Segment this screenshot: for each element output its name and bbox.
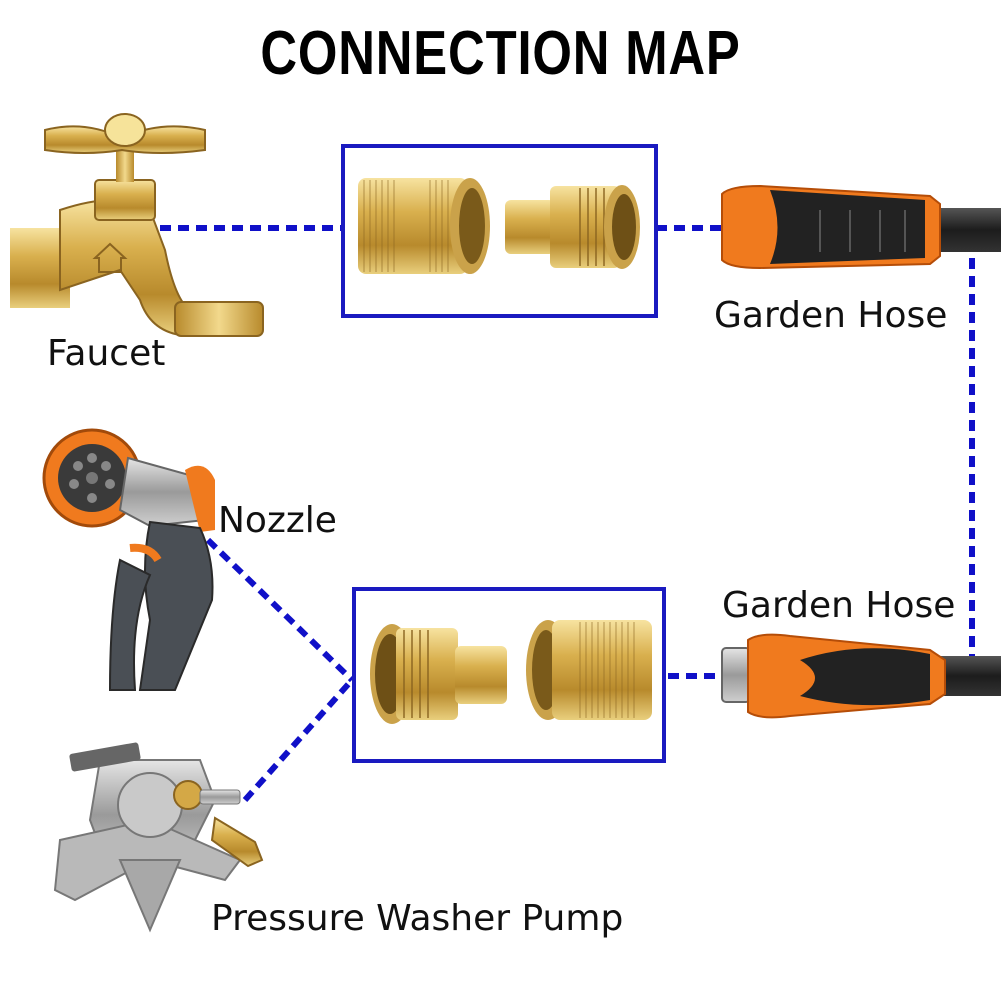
- nozzle-to-coupler-line: [205, 537, 355, 683]
- nozzle-icon: [42, 428, 215, 691]
- bottom-male-plug-icon: [370, 624, 507, 724]
- connector-lines: [160, 225, 975, 802]
- faucet-label: Faucet: [47, 333, 166, 374]
- top-female-coupler-icon: [358, 178, 490, 274]
- top-male-plug-icon: [505, 185, 640, 269]
- pressure-washer-pump-label: Pressure Washer Pump: [211, 898, 624, 939]
- bottom-coupler-frame: [352, 587, 666, 763]
- top-coupler-frame: [341, 144, 658, 318]
- pressure-washer-pump-icon: [53, 742, 264, 933]
- garden-hose-top-icon: [721, 184, 1001, 270]
- faucet-icon: [10, 113, 264, 337]
- page-title: CONNECTION MAP: [260, 19, 741, 88]
- pump-to-coupler-line: [242, 678, 355, 802]
- nozzle-label: Nozzle: [218, 500, 337, 541]
- garden-hose-bottom-label: Garden Hose: [722, 585, 956, 626]
- garden-hose-top-label: Garden Hose: [714, 295, 948, 336]
- bottom-female-coupler-icon: [526, 620, 652, 720]
- garden-hose-bottom-icon: [721, 633, 1001, 719]
